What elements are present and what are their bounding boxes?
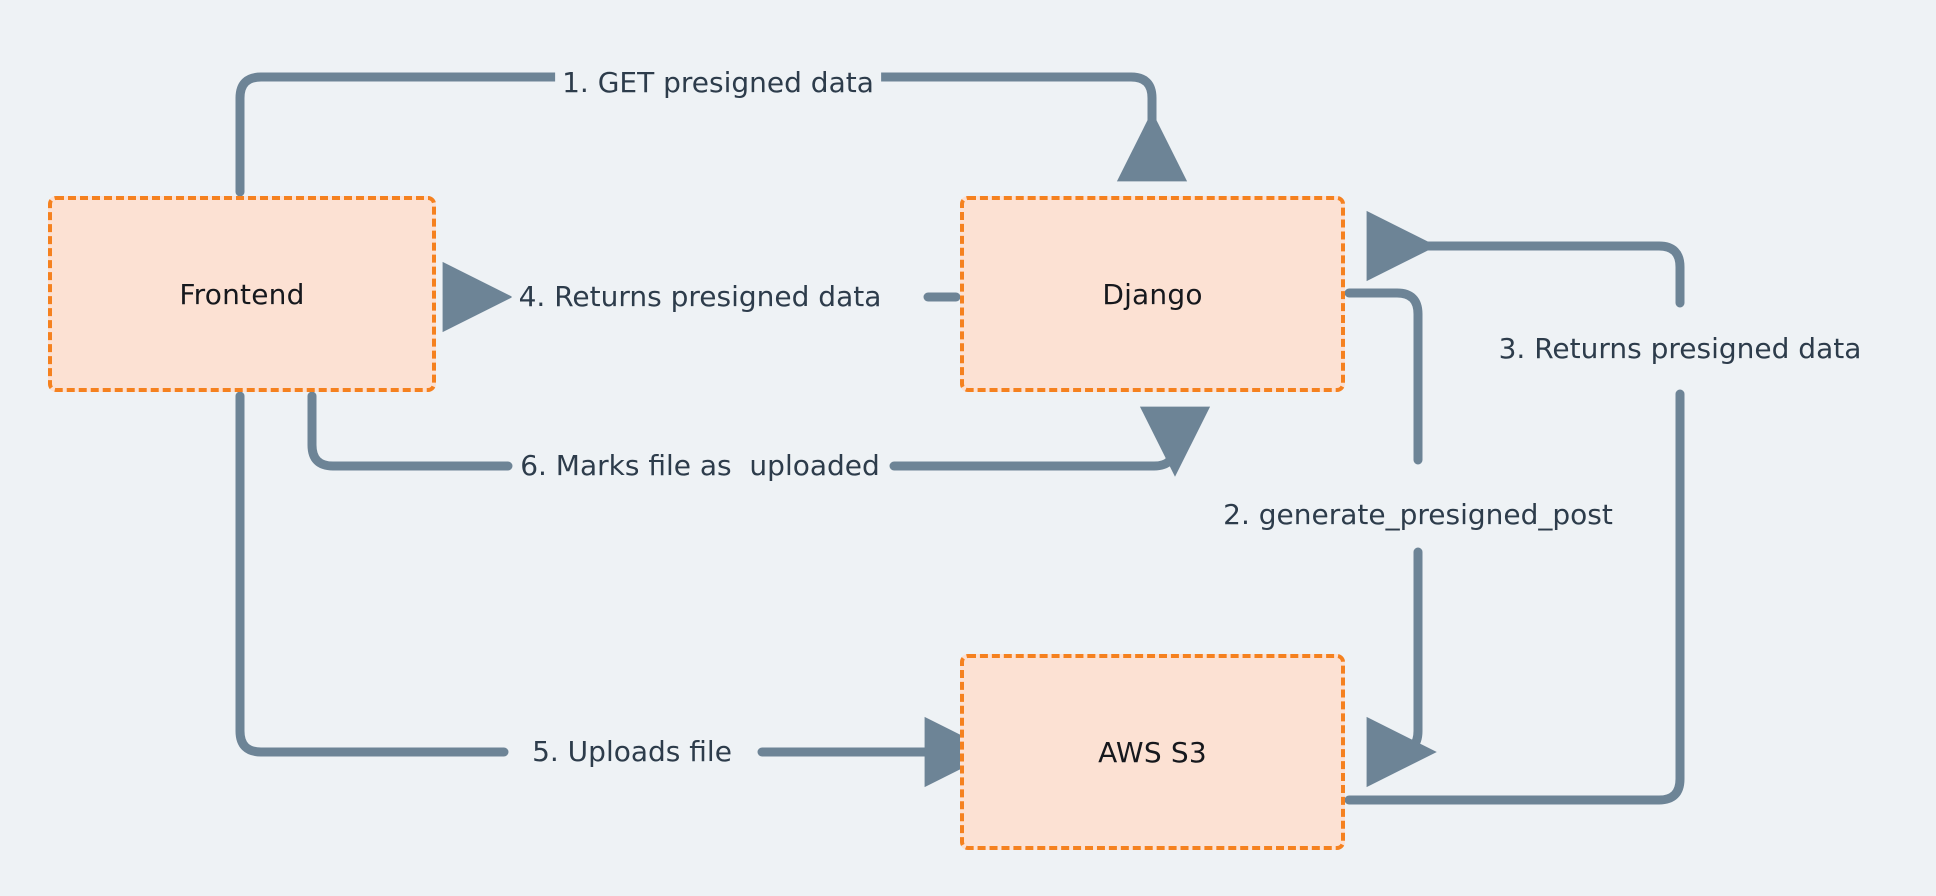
edge-6-segment-right [889, 406, 1211, 477]
node-aws-s3-label: AWS S3 [1098, 735, 1207, 769]
node-aws-s3[interactable]: AWS S3 [960, 654, 1345, 850]
edge-label-4: 4. Returns presigned data [511, 280, 889, 314]
node-django[interactable]: Django [960, 196, 1345, 392]
edge-5-segment-left [235, 391, 509, 757]
edge-label-6: 6. Marks file as uploaded [513, 449, 887, 483]
edge-label-2: 2. generate_presigned_post [1216, 498, 1620, 532]
edge-2-segment-lower [1366, 547, 1437, 788]
edge-label-5: 5. Uploads file [525, 735, 739, 769]
edge-label-1: 1. GET presigned data [555, 66, 881, 100]
edge-2-segment-upper [1344, 288, 1423, 465]
node-django-label: Django [1102, 277, 1203, 311]
edge-6-segment-left [307, 391, 513, 471]
node-frontend-label: Frontend [179, 277, 305, 311]
node-frontend[interactable]: Frontend [48, 196, 436, 392]
edge-label-3: 3. Returns presigned data [1491, 332, 1869, 366]
edge-1-segment-left [235, 72, 599, 197]
edge-3-segment-upper [1366, 210, 1685, 308]
edge-1-segment-right [838, 72, 1188, 182]
edge-3-segment-lower [1344, 389, 1685, 805]
